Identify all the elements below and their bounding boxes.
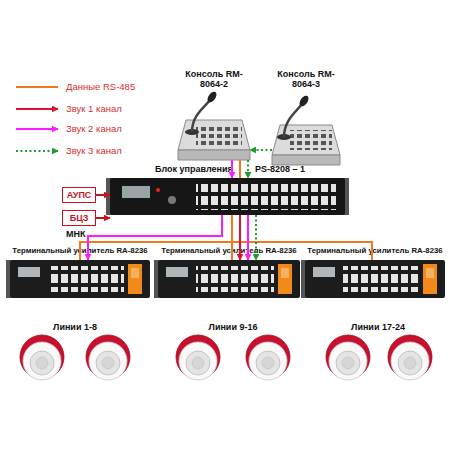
signal-wire [255,215,257,260]
line-label: Линии 9-16 [198,322,268,332]
mic-console: Консоль RM-8064-2 [178,120,250,160]
signal-wire [239,215,241,260]
legend-line-sample [16,108,58,110]
console-device [272,125,340,155]
legend-entry: Звук 3 канал [14,145,122,156]
legend-line-sample [16,150,58,152]
console-device [298,94,311,108]
terminal-amplifier: Терминальный усилитель RA-8236 [158,260,300,298]
ceiling-speaker [86,335,130,380]
rack-unit [6,260,150,298]
rack-unit [131,268,139,278]
legend-text: Звук 3 канал [66,145,122,156]
rack-unit [168,196,176,204]
signal-wire [247,160,249,178]
device-heading: Терминальный усилитель RA-8236 [2,247,158,256]
rack-unit [154,260,300,298]
legend-text: Звук 2 канал [66,123,122,134]
rack-unit [166,267,188,277]
console-device [192,100,210,132]
rack-unit [281,268,289,278]
input-box: БЦЗ [62,210,96,226]
unit-label: МНК [66,229,100,239]
legend-entry: Данные RS-485 [14,81,135,92]
signal-wire [250,149,272,151]
ceiling-speaker [20,335,432,380]
line-label: Линии 17-24 [338,322,418,332]
signal-wire [247,215,249,260]
rack-unit [10,260,150,298]
console-device [178,120,250,150]
rack-unit [313,267,335,277]
legend-entry: Звук 1 канал [14,103,122,114]
console-device [272,155,340,165]
control-unit: Блок управленияPS-8208 – 1 [110,178,345,215]
device-heading: Блок управления [155,165,235,175]
signal-wire [96,217,110,219]
legend-line-sample [14,82,60,92]
ceiling-speaker [20,335,64,380]
rack-unit [305,260,445,298]
device-heading: Терминальный усилитель RA-8236 [297,247,450,256]
legend-text: Данные RS-485 [66,81,135,92]
console-device [196,125,242,145]
rack-unit [48,266,124,292]
legend-line-sample [14,104,60,114]
rack-unit [423,264,437,294]
legend-line-sample [16,128,58,130]
console-device [206,90,219,104]
console-device [272,94,340,165]
line-label: Линии 1-8 [45,322,105,332]
rack-unit [158,260,300,298]
input-box: АУПС [62,187,96,203]
ceiling-speaker [176,335,220,380]
rack-unit [196,184,336,210]
legend-line-sample [16,86,58,88]
rack-unit [301,260,445,298]
rack-unit [343,266,419,292]
ceiling-speaker [326,335,370,380]
box-label: БЦЗ [70,214,89,223]
rack-unit [122,186,150,198]
signal-wire [231,160,233,178]
device-heading: Терминальный усилитель RA-8236 [151,247,307,256]
console-device [284,104,302,137]
box-label: АУПС [67,191,92,200]
rack-unit [278,264,292,294]
terminal-amplifier: Терминальный усилитель RA-8236 [305,260,445,298]
legend-line-sample [14,124,60,134]
console-device [290,130,332,150]
signal-wire [231,215,233,260]
console-device [178,150,250,160]
rack-unit [106,178,349,215]
device-heading: PS-8208 – 1 [255,165,327,175]
rack-unit [110,178,345,215]
signal-wire [239,160,241,178]
mic-console: Консоль RM-8064-3 [272,125,340,165]
terminal-amplifier: Терминальный усилитель RA-8236 [10,260,150,298]
legend-text: Звук 1 канал [66,103,122,114]
legend-entry: Звук 2 канал [14,123,122,134]
device-heading: Консоль RM-8064-2 [183,70,245,90]
rack-unit [156,188,160,192]
rack-unit [426,268,434,278]
signal-wire [96,194,110,196]
console-device [178,90,250,160]
ceiling-speaker [388,335,432,380]
signal-wire [232,215,372,260]
legend-line-sample [14,146,60,156]
device-heading: Консоль RM-8064-3 [275,70,337,90]
rack-unit [196,266,274,292]
signal-wire [88,215,222,260]
signal-wire [80,215,232,260]
rack-unit [18,267,40,277]
ceiling-speaker [246,335,290,380]
rack-unit [128,264,142,294]
